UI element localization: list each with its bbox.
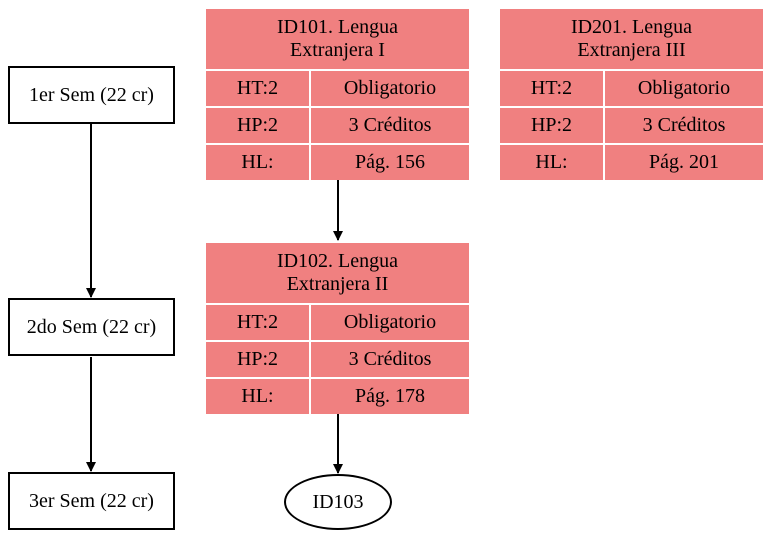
course-cell-hp: HP:2 <box>500 108 605 143</box>
course-label: ID103 <box>312 490 364 513</box>
course-title-line2: Extranjera III <box>577 39 686 61</box>
semester-node-2: 2do Sem (22 cr) <box>8 298 175 356</box>
course-cell-page: Pág. 156 <box>355 151 425 173</box>
course-title-line2: Extranjera I <box>290 39 385 61</box>
course-row-ht: HT:2 Obligatorio <box>206 303 469 340</box>
course-row-hp: HP:2 3 Créditos <box>206 340 469 377</box>
course-cell-credits: 3 Créditos <box>348 114 432 136</box>
course-row-ht: HT:2 Obligatorio <box>500 69 763 106</box>
semester-label: 1er Sem (22 cr) <box>29 83 154 106</box>
course-row-ht: HT:2 Obligatorio <box>206 69 469 106</box>
course-title-line1: ID201. Lengua <box>570 16 693 38</box>
course-cell-hp: HP:2 <box>206 342 311 377</box>
semester-node-3: 3er Sem (22 cr) <box>8 472 175 530</box>
course-cell-ht: HT:2 <box>500 71 605 106</box>
course-row-hl: HL: Pág. 178 <box>206 377 469 414</box>
semester-label: 3er Sem (22 cr) <box>29 489 154 512</box>
course-cell-ht: HT:2 <box>206 71 311 106</box>
course-cell-credits: 3 Créditos <box>348 348 432 370</box>
course-title-line2: Extranjera II <box>286 273 389 295</box>
course-cell-type: Obligatorio <box>343 77 437 99</box>
course-cell-page: Pág. 201 <box>649 151 719 173</box>
course-row-hl: HL: Pág. 156 <box>206 143 469 180</box>
course-cell-credits: 3 Créditos <box>642 114 726 136</box>
course-cell-type: Obligatorio <box>343 311 437 333</box>
course-node-id103: ID103 <box>284 474 392 530</box>
course-row-hl: HL: Pág. 201 <box>500 143 763 180</box>
course-row-hp: HP:2 3 Créditos <box>206 106 469 143</box>
course-cell-page: Pág. 178 <box>355 385 425 407</box>
course-row-hp: HP:2 3 Créditos <box>500 106 763 143</box>
course-cell-hl: HL: <box>206 145 311 180</box>
course-cell-hl: HL: <box>500 145 605 180</box>
course-title-line1: ID102. Lengua <box>276 250 399 272</box>
semester-label: 2do Sem (22 cr) <box>26 315 157 338</box>
course-cell-hl: HL: <box>206 379 311 414</box>
course-cell-hp: HP:2 <box>206 108 311 143</box>
course-title-line1: ID101. Lengua <box>276 16 399 38</box>
course-cell-type: Obligatorio <box>637 77 731 99</box>
course-cell-ht: HT:2 <box>206 305 311 340</box>
semester-node-1: 1er Sem (22 cr) <box>8 66 175 124</box>
